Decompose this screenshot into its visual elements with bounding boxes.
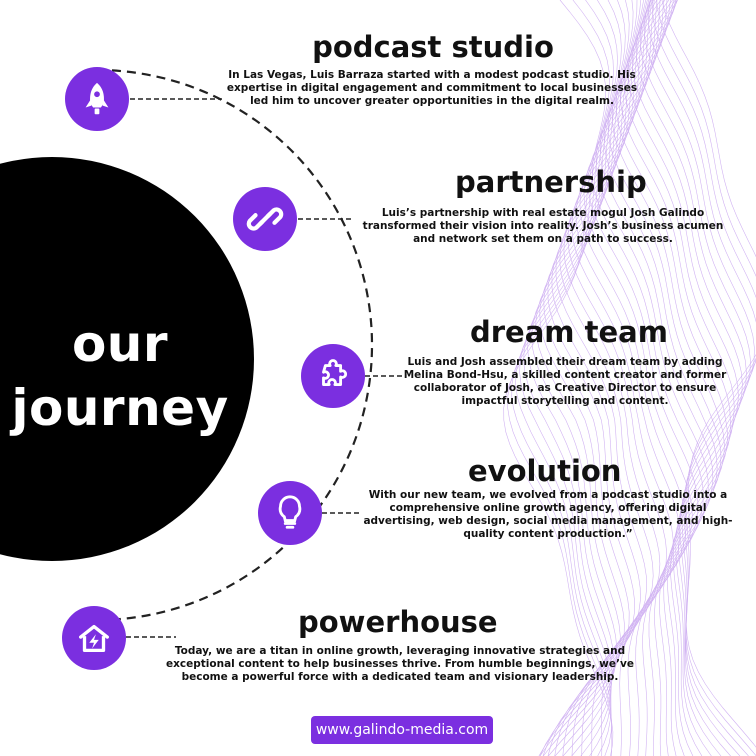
wave-line	[631, 0, 743, 756]
house-bolt-icon	[62, 606, 126, 670]
wave-line	[656, 0, 756, 756]
puzzle-icon	[301, 344, 365, 408]
wave-line	[547, 0, 654, 756]
wave-line	[503, 0, 614, 756]
wave-line	[627, 0, 739, 756]
step-text-dream-team: Luis and Josh assembled their dream team…	[403, 356, 727, 407]
circle-title-line1: our	[71, 315, 169, 373]
wave-line	[511, 0, 614, 756]
wave-line	[587, 0, 699, 756]
circle-title-line2: journey	[11, 379, 229, 437]
wave-line	[539, 0, 642, 756]
step-title-powerhouse: powerhouse	[298, 605, 498, 639]
step-text-evolution: With our new team, we evolved from a pod…	[363, 489, 733, 540]
website-link[interactable]: www.galindo-media.com	[311, 716, 493, 744]
wave-line	[595, 0, 709, 756]
step-text-partnership: Luis’s partnership with real estate mogu…	[362, 207, 724, 245]
wave-line	[607, 0, 722, 756]
step-title-evolution: evolution	[468, 454, 622, 488]
lightbulb-icon	[258, 481, 322, 545]
wave-line	[615, 0, 728, 756]
wave-line	[519, 0, 622, 756]
wave-line	[507, 0, 612, 756]
step-title-podcast-studio: podcast studio	[312, 30, 554, 64]
circle-title: our journey	[0, 312, 240, 440]
wave-line	[603, 0, 718, 756]
wave-line	[554, 0, 661, 756]
wave-line	[535, 0, 638, 756]
step-text-powerhouse: Today, we are a titan in online growth, …	[166, 645, 634, 683]
wave-line	[623, 0, 735, 756]
wave-line	[611, 0, 725, 756]
wave-line	[644, 0, 755, 756]
wave-pattern	[503, 0, 756, 756]
step-title-partnership: partnership	[455, 165, 647, 199]
rocket-icon	[65, 67, 129, 131]
wave-line	[635, 0, 747, 756]
link-icon	[233, 187, 297, 251]
wave-line	[591, 0, 704, 756]
wave-line	[640, 0, 751, 756]
wave-line	[527, 0, 630, 756]
wave-line	[661, 0, 756, 748]
step-title-dream-team: dream team	[470, 315, 668, 349]
wave-line	[600, 0, 714, 756]
connector-dashes	[126, 98, 405, 638]
wave-line	[619, 0, 731, 756]
wave-line	[571, 0, 674, 756]
wave-line	[575, 0, 681, 756]
timeline-arc	[96, 68, 374, 622]
wave-line	[531, 0, 634, 756]
step-text-podcast-studio: In Las Vegas, Luis Barraza started with …	[226, 69, 638, 107]
